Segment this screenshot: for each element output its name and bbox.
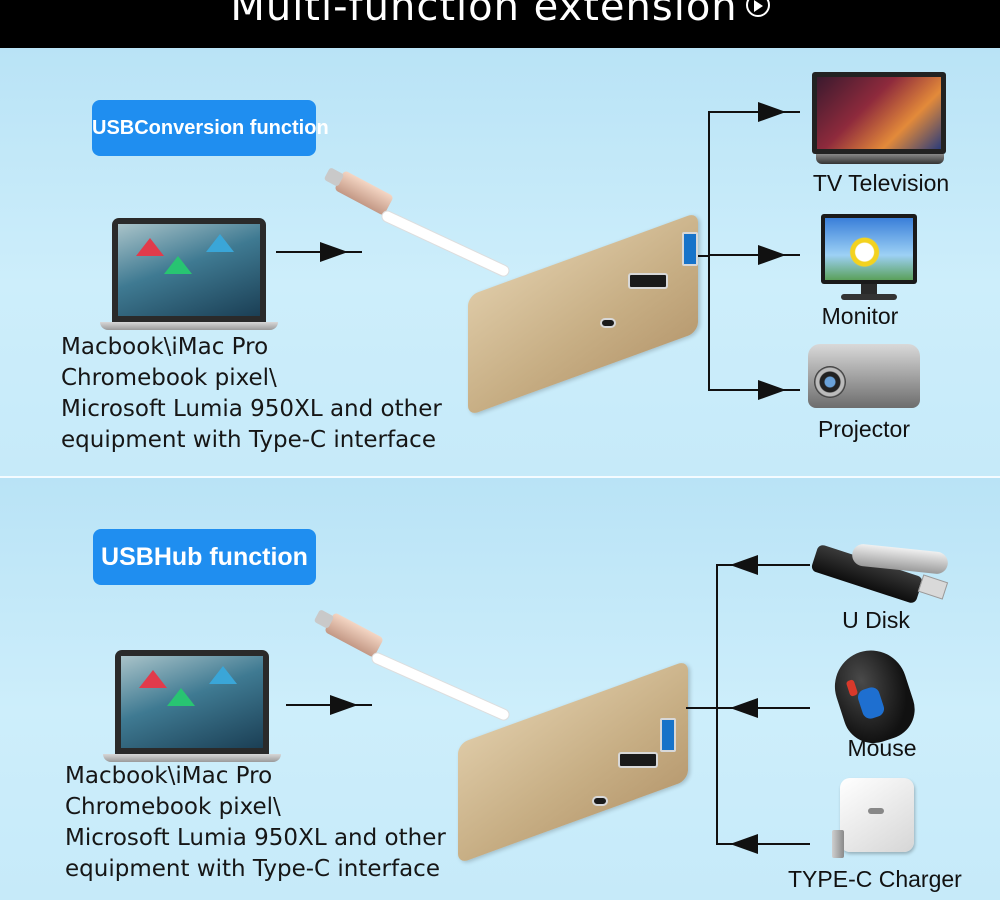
input-device-arrow-icon: [716, 555, 810, 575]
output-connector-line: [698, 255, 710, 257]
desc-line: Microsoft Lumia 950XL and other: [61, 396, 442, 422]
laptop-icon: [103, 650, 281, 762]
output-arrow-icon: [708, 102, 800, 122]
page-title-text: Multi-function extension: [230, 0, 738, 30]
hub-connector-line: [716, 564, 718, 844]
input-arrow-icon: [286, 695, 372, 715]
page-title: Multi-function extension: [0, 0, 1000, 30]
desc-line: Macbook\iMac Pro: [61, 334, 269, 360]
charger-label: TYPE-C Charger: [788, 866, 962, 892]
desc-line: Macbook\iMac Pro: [65, 763, 273, 789]
hub-function-badge: USBHub function: [93, 529, 316, 585]
tv-label: TV Television: [812, 170, 950, 196]
output-connector-line: [708, 112, 710, 390]
output-arrow-icon: [708, 245, 800, 265]
laptop-icon: [100, 218, 278, 330]
conversion-function-badge: USBConversion function: [92, 100, 329, 156]
circle-arrow-icon: [745, 0, 770, 17]
desc-line: equipment with Type-C interface: [61, 427, 436, 453]
input-device-arrow-icon: [716, 834, 810, 854]
projector-label: Projector: [817, 416, 911, 442]
desc-line: Chromebook pixel\: [65, 794, 281, 820]
compatible-devices-text: Macbook\iMac Pro Chromebook pixel\ Micro…: [61, 332, 442, 456]
monitor-label: Monitor: [821, 303, 899, 329]
mouse-label: Mouse: [847, 735, 917, 761]
header-banner: Multi-function extension: [0, 0, 1000, 48]
input-arrow-icon: [276, 242, 362, 262]
hub-section: USBHub function Macbook\iMac Pro Chromeb…: [0, 478, 1000, 900]
conversion-section: USBConversion function Macbook\iMac Pro …: [0, 48, 1000, 476]
input-device-arrow-icon: [716, 698, 810, 718]
desc-line: equipment with Type-C interface: [65, 856, 440, 882]
output-arrow-icon: [708, 380, 800, 400]
desc-line: Microsoft Lumia 950XL and other: [65, 825, 446, 851]
compatible-devices-text: Macbook\iMac Pro Chromebook pixel\ Micro…: [65, 761, 446, 885]
desc-line: Chromebook pixel\: [61, 365, 277, 391]
hub-connector-line: [686, 707, 718, 709]
udisk-label: U Disk: [842, 607, 910, 633]
section-divider: [0, 476, 1000, 478]
